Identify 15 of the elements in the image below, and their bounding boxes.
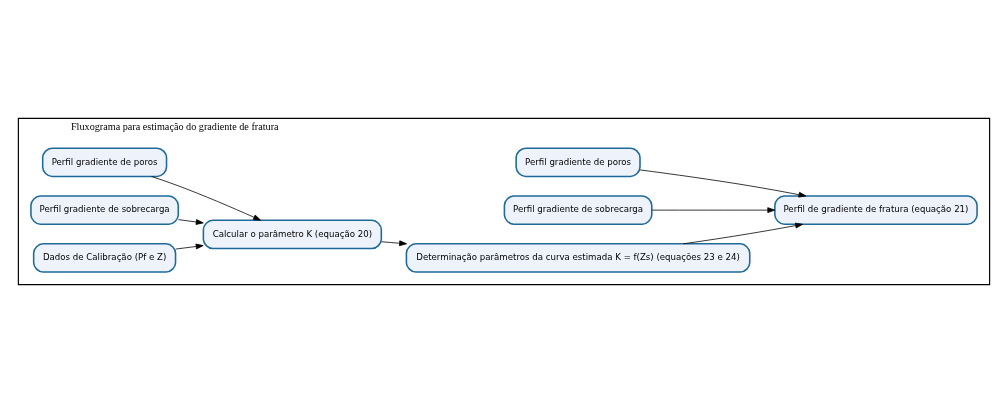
arrow bbox=[682, 222, 804, 245]
node-box: Perfil gradiente de sobrecarga bbox=[30, 195, 180, 225]
node-box: Perfil de gradiente de fratura (equação 21) bbox=[774, 195, 978, 225]
arrow bbox=[639, 169, 807, 198]
node-box: Perfil gradiente de poros bbox=[41, 147, 168, 178]
node-box: Dados de Calibração (Pf e Z) bbox=[32, 243, 177, 273]
arrow bbox=[651, 207, 776, 213]
node-box: Perfil gradiente de poros bbox=[515, 147, 641, 178]
arrow bbox=[151, 176, 261, 221]
arrow bbox=[178, 219, 204, 225]
node-box: Determinação parâmetros da curva estimada K = f(Zs) (equações 23 e 24) bbox=[405, 243, 751, 273]
arrow bbox=[175, 243, 204, 250]
node-box: Perfil gradiente de sobrecarga bbox=[503, 195, 653, 225]
node-box: Calcular o parâmetro K (equação 20) bbox=[202, 219, 383, 250]
arrow bbox=[381, 240, 407, 247]
